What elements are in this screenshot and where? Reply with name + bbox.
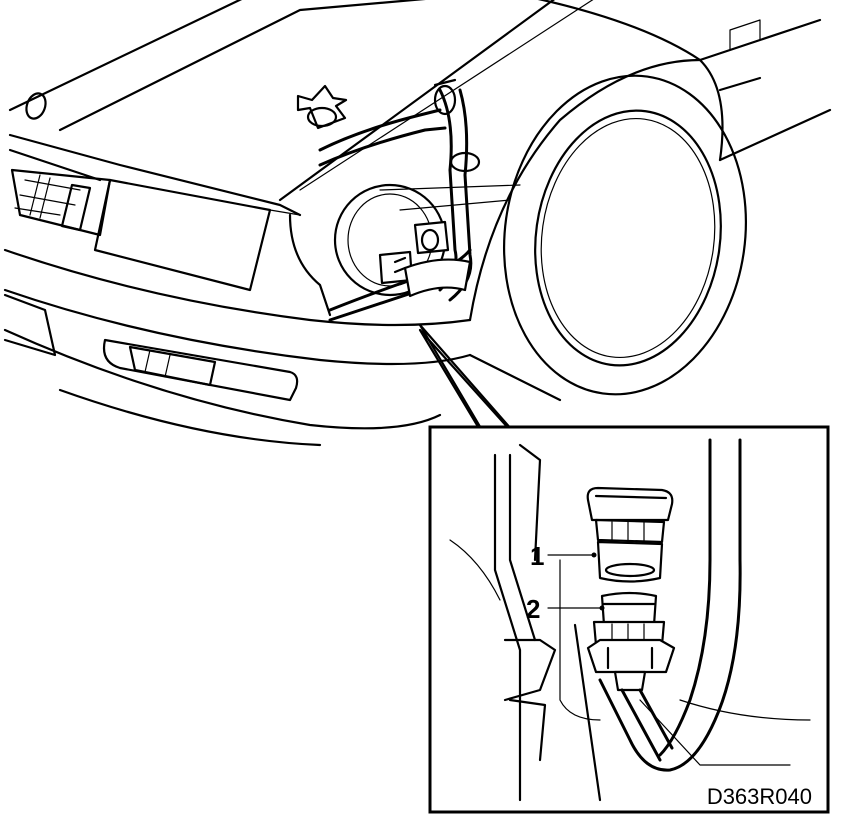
detail-inset xyxy=(428,425,830,814)
drawing-code: D363R040 xyxy=(707,784,812,809)
callout-2: 2 xyxy=(526,594,540,624)
car-front-corner xyxy=(3,0,832,447)
callout-1: 1 xyxy=(530,541,544,571)
